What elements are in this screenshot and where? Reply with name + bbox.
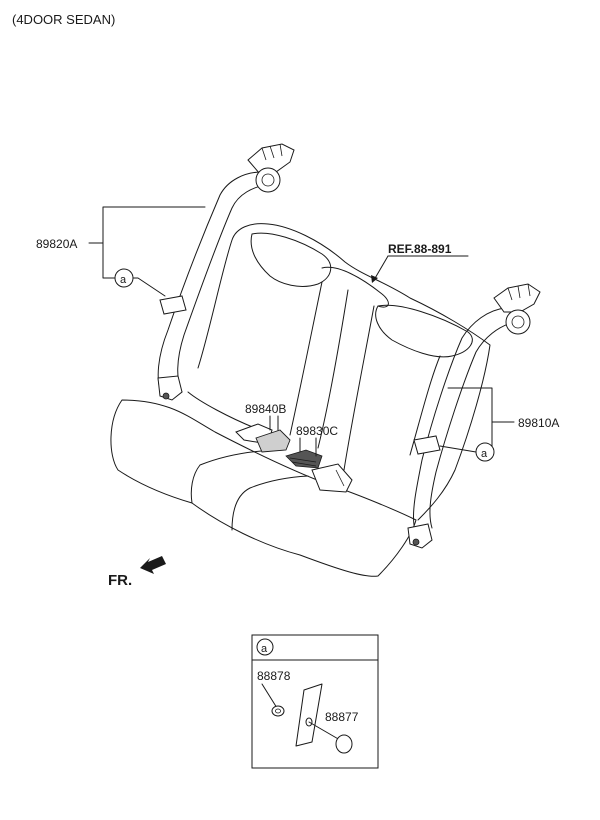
variant-label: (4DOOR SEDAN) <box>12 12 115 27</box>
right-belt-anchor-upper <box>505 309 531 335</box>
left-seat-belt-assembly <box>157 143 295 401</box>
left-belt-lower-anchor <box>157 375 183 401</box>
part-number-89820A: 89820A <box>36 237 77 251</box>
buckle-89830C: 89830C <box>285 424 353 493</box>
part-88877-cap <box>335 734 353 754</box>
front-direction-indicator: FR. <box>108 556 166 589</box>
part-number-89810A: 89810A <box>518 416 559 430</box>
right-belt-lower-anchor <box>407 523 433 549</box>
left-belt-guide <box>159 295 187 315</box>
right-seat-belt-assembly <box>407 283 541 549</box>
rear-seat-cushion <box>110 391 417 577</box>
detail-pillar-trim <box>295 683 323 747</box>
reference-label: REF.88-891 <box>388 242 452 256</box>
right-belt-retractor <box>493 283 541 313</box>
callout-89820A: 89820A a <box>36 206 206 297</box>
marker-a-left <box>114 268 134 288</box>
part-number-88877: 88877 <box>325 710 359 724</box>
front-arrow-icon <box>140 556 166 574</box>
reference-88-891: REF.88-891 <box>371 242 469 283</box>
right-belt-guide <box>413 435 441 455</box>
marker-a-right-letter: a <box>481 448 488 460</box>
detail-box-a: a 88878 88877 <box>251 634 379 769</box>
detail-marker-letter: a <box>261 643 268 655</box>
marker-a-right <box>475 442 495 462</box>
callout-89810A: 89810A a <box>439 387 559 462</box>
detail-marker-a <box>256 638 274 656</box>
part-number-88878: 88878 <box>257 669 291 683</box>
front-label: FR. <box>108 572 132 589</box>
buckle-89840B: 89840B <box>235 402 291 453</box>
left-belt-anchor-upper <box>255 167 281 193</box>
part-88878-grommet <box>271 705 285 717</box>
part-number-89840B: 89840B <box>245 402 286 416</box>
marker-a-left-letter: a <box>120 274 127 286</box>
part-number-89830C: 89830C <box>296 424 338 438</box>
